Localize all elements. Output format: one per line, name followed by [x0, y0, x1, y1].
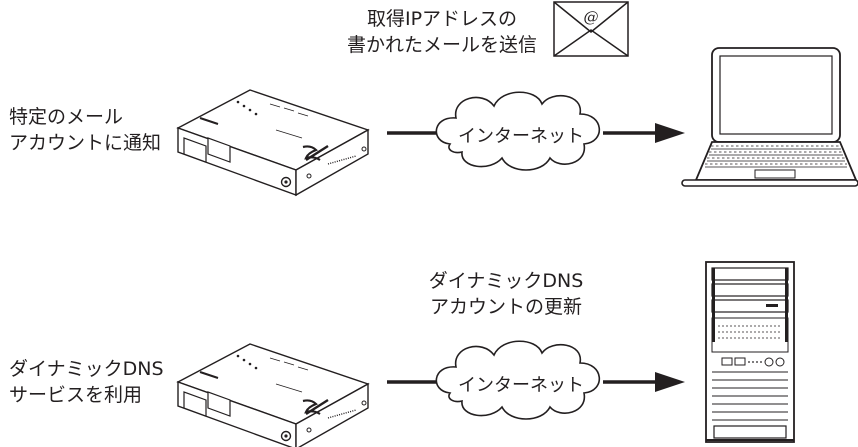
bottom-router-label-line-1: ダイナミックDNS	[9, 358, 164, 380]
cloud-icon: インターネット	[435, 340, 601, 420]
dns-update-note-line-1: ダイナミックDNS	[428, 270, 584, 292]
router-icon	[176, 88, 370, 197]
email-note-line-1: 取得IPアドレスの	[366, 8, 518, 30]
bottom-router-label: ダイナミックDNS サービスを利用	[9, 356, 164, 408]
email-note-line-2: 書かれたメールを送信	[346, 34, 537, 56]
laptop-icon	[681, 47, 858, 187]
server-tower-icon	[705, 261, 795, 443]
cloud-label: インターネット	[458, 375, 584, 396]
dns-update-note-line-2: アカウントの更新	[429, 296, 582, 318]
dns-update-note: ダイナミックDNS アカウントの更新	[406, 268, 606, 320]
envelope-icon: @	[553, 1, 629, 57]
cloud-icon: インターネット	[435, 91, 601, 171]
top-router-label-line-1: 特定のメール	[9, 106, 124, 128]
arrow-icon	[603, 123, 685, 143]
top-router-label-line-2: アカウントに通知	[9, 132, 162, 154]
at-symbol: @	[584, 8, 599, 26]
arrow-icon	[603, 372, 685, 392]
top-router-label: 特定のメール アカウントに通知	[9, 104, 161, 156]
bottom-router-label-line-2: サービスを利用	[9, 384, 143, 406]
cloud-label: インターネット	[458, 126, 584, 147]
router-icon	[176, 342, 370, 447]
email-note: 取得IPアドレスの 書かれたメールを送信	[342, 6, 542, 58]
